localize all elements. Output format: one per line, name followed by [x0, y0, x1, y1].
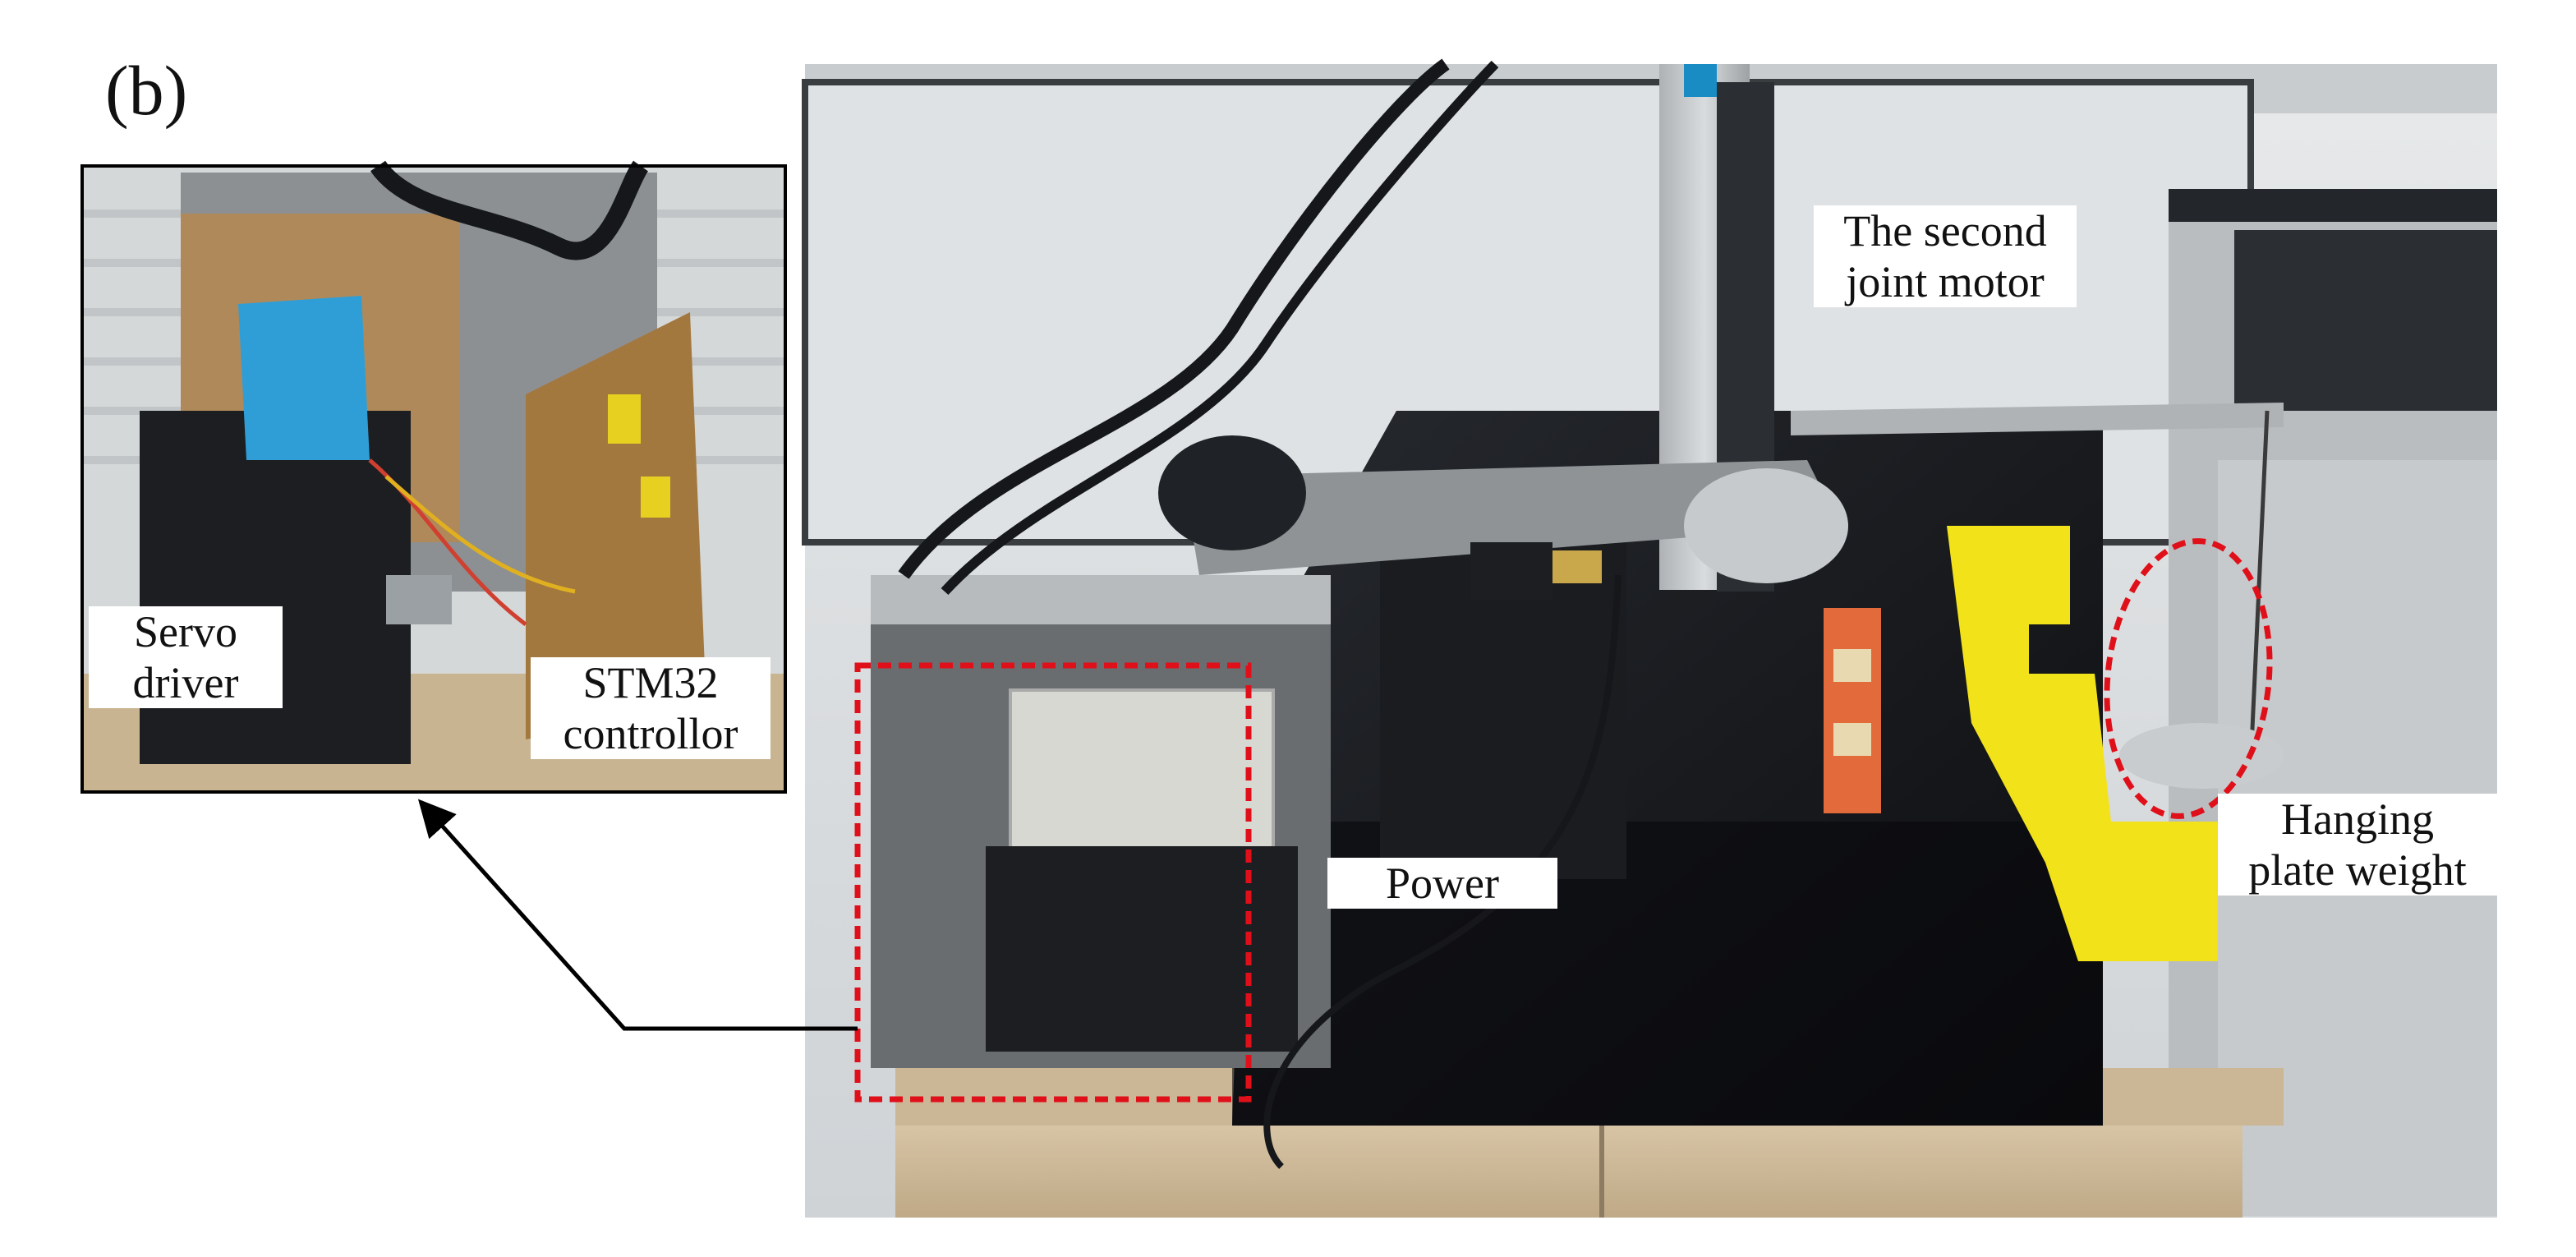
label-stm32-controllor: STM32 controllor	[531, 657, 770, 759]
inset-border	[80, 164, 787, 794]
label-servo-driver: Servo driver	[89, 606, 283, 708]
callout-arrow	[417, 799, 858, 1031]
weight-callout-ellipse	[2104, 538, 2273, 819]
label-hanging-plate-weight: Hanging plate weight	[2218, 794, 2497, 896]
power-callout-box	[854, 662, 1252, 1103]
panel-letter: (b)	[105, 51, 188, 130]
label-second-joint-motor: The second joint motor	[1814, 205, 2077, 307]
label-power: Power	[1327, 858, 1557, 909]
inset-photo	[82, 160, 785, 792]
robot-arm-link	[1183, 460, 1840, 575]
main-photo	[802, 58, 2497, 1218]
yellow-plate	[1947, 526, 2218, 961]
